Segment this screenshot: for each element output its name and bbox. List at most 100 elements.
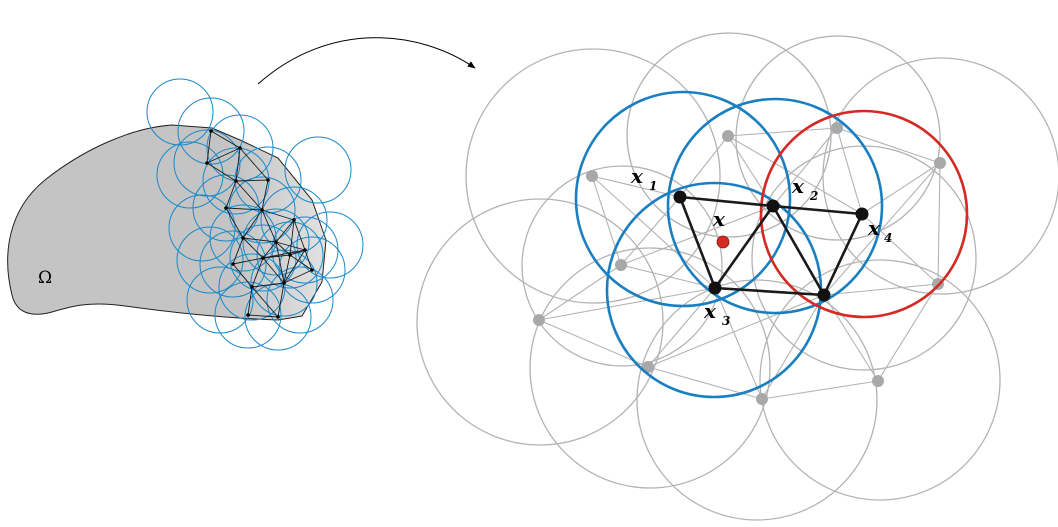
support-circle-x2 xyxy=(666,97,884,315)
gray-node xyxy=(586,170,598,182)
patch-edge xyxy=(283,249,306,284)
patch-edge xyxy=(225,207,244,239)
label-x1: x xyxy=(630,164,644,188)
highlighted-support-circles xyxy=(574,90,969,399)
gray-edge xyxy=(877,283,939,382)
patch-edge xyxy=(304,249,313,271)
label-x4: x xyxy=(867,216,881,240)
patch-edge xyxy=(232,237,244,265)
triangle-edge xyxy=(822,213,864,296)
patch-edge xyxy=(262,241,277,259)
patch-edge xyxy=(251,257,264,288)
label-x: x xyxy=(712,207,726,231)
domain-omega-shape xyxy=(7,124,327,321)
patch-edge xyxy=(275,219,295,243)
gray-edge xyxy=(772,127,838,207)
patch-node xyxy=(238,146,242,150)
gray-node xyxy=(533,314,545,326)
gray-node xyxy=(831,122,843,134)
patch-edge xyxy=(262,254,291,259)
patch-edge xyxy=(239,147,269,181)
gray-nodes xyxy=(533,122,946,405)
gray-edge xyxy=(836,127,863,215)
patch-edge xyxy=(262,257,285,284)
patch-circle xyxy=(209,204,277,272)
patch-node xyxy=(310,268,314,272)
patch-edge xyxy=(261,209,295,221)
patch-circle xyxy=(146,78,214,146)
patch-circle xyxy=(284,136,352,204)
patch-edge xyxy=(289,249,306,256)
node-x2 xyxy=(766,199,780,213)
gray-edges xyxy=(538,127,941,400)
label-x3: x xyxy=(703,299,717,323)
patch-edge xyxy=(206,147,241,164)
patch-edge xyxy=(275,241,291,256)
gray-circle xyxy=(416,198,664,446)
patch-node xyxy=(266,178,270,182)
patch-edge xyxy=(289,219,295,256)
gray-node xyxy=(934,157,946,169)
gray-edge xyxy=(861,213,939,285)
gray-circle xyxy=(465,48,721,304)
patch-node xyxy=(231,262,235,266)
patch-circle xyxy=(278,236,346,304)
gray-edge xyxy=(620,205,774,266)
patch-edge xyxy=(235,180,263,211)
triangle-edge xyxy=(771,205,826,296)
triangle-edge xyxy=(714,286,825,297)
gray-edge xyxy=(647,287,716,368)
triangle-edge xyxy=(678,196,717,289)
gray-node xyxy=(756,393,768,405)
gray-edge xyxy=(937,162,941,285)
patch-circle xyxy=(176,226,244,294)
patch-edge xyxy=(225,207,263,211)
label-x1-sub: 1 xyxy=(649,179,657,193)
gray-edge xyxy=(591,175,622,266)
patch-edge xyxy=(247,286,253,316)
gray-circle xyxy=(751,145,977,371)
patch-node xyxy=(260,208,264,212)
patch-node xyxy=(303,248,307,252)
patch-node xyxy=(276,315,280,319)
gray-edge xyxy=(761,294,825,400)
patch-edge xyxy=(232,257,264,265)
gray-edge xyxy=(861,162,941,215)
patch-circle xyxy=(156,141,224,209)
gray-node xyxy=(722,130,734,142)
patch-node xyxy=(292,218,296,222)
gray-edge xyxy=(727,127,838,137)
patch-circle xyxy=(228,176,296,244)
label-x4-sub: 4 xyxy=(884,231,892,245)
gray-edge xyxy=(761,380,879,400)
patch-edge xyxy=(242,209,263,239)
patch-node xyxy=(288,253,292,257)
triangle-edge xyxy=(772,204,863,216)
highlighted-triangle-edges xyxy=(678,195,864,297)
patch-circle xyxy=(168,194,236,262)
gray-edge xyxy=(538,287,716,321)
patch-edge xyxy=(242,237,277,243)
gray-edge xyxy=(727,135,774,207)
patch-circle xyxy=(199,230,267,298)
patch-edge xyxy=(277,282,285,318)
gray-node xyxy=(642,361,654,373)
zoom-detail: x x 1 x 2 x 3 x 4 xyxy=(416,32,1058,521)
patch-circle xyxy=(296,211,364,279)
patch-circle xyxy=(242,208,310,276)
patch-nodes xyxy=(205,129,314,319)
gray-edge xyxy=(714,287,763,400)
patch-node xyxy=(282,281,286,285)
patch-node xyxy=(250,285,254,289)
gray-edge xyxy=(823,162,941,296)
patch-edge xyxy=(247,314,279,318)
patch-edge xyxy=(251,286,279,318)
patch-node xyxy=(209,129,213,133)
patch-circle xyxy=(266,266,334,334)
label-x3-sub: 3 xyxy=(722,314,730,328)
gray-edge xyxy=(620,196,681,266)
gray-circle xyxy=(636,279,878,521)
gray-node xyxy=(872,375,884,387)
patch-edge xyxy=(261,209,277,243)
